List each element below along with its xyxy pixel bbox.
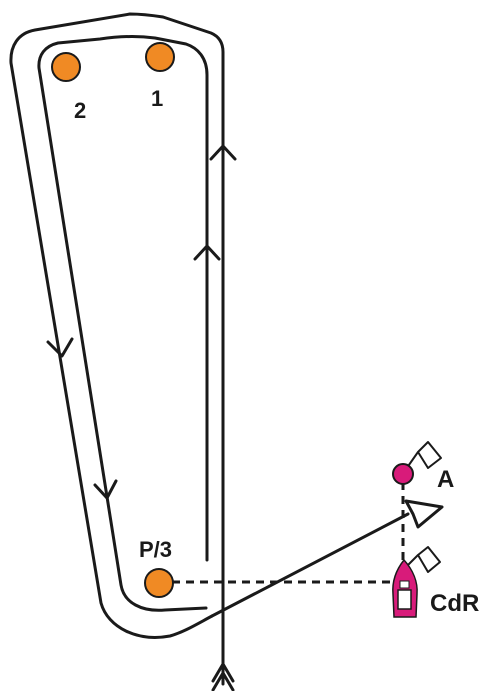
flag-icon — [417, 441, 442, 469]
mark-1-label: 1 — [151, 86, 163, 111]
committee-boat-window — [399, 580, 410, 589]
direction-arrows — [46, 144, 237, 691]
flag-icon — [417, 546, 441, 573]
committee-boat-label: CdR — [430, 590, 479, 617]
committee-boat-icon — [392, 546, 441, 618]
mark-p3-buoy — [144, 568, 174, 598]
direction-arrow-icon — [404, 499, 444, 529]
up-arrow-icon — [209, 144, 237, 161]
outer-course-path — [9, 12, 225, 686]
marks — [51, 42, 175, 598]
start-line — [172, 482, 405, 584]
mark-1-buoy — [145, 42, 175, 72]
pin-label: A — [437, 466, 454, 493]
pin-buoy-mark — [392, 463, 414, 485]
committee-boat-cabin — [397, 589, 412, 610]
start-chevron-icon — [211, 662, 235, 683]
up-arrow-icon — [193, 244, 221, 261]
inner-course-path — [37, 35, 209, 612]
mark-2-buoy — [51, 52, 81, 82]
mark-p3-label: P/3 — [139, 537, 172, 562]
start-chevron-icon — [211, 671, 235, 691]
course-paths — [9, 12, 410, 686]
mark-2-label: 2 — [74, 98, 86, 123]
down-arrow-icon — [46, 337, 74, 358]
approach-path — [210, 512, 410, 618]
down-arrow-icon — [93, 479, 118, 500]
pin-buoy-a — [392, 441, 442, 485]
